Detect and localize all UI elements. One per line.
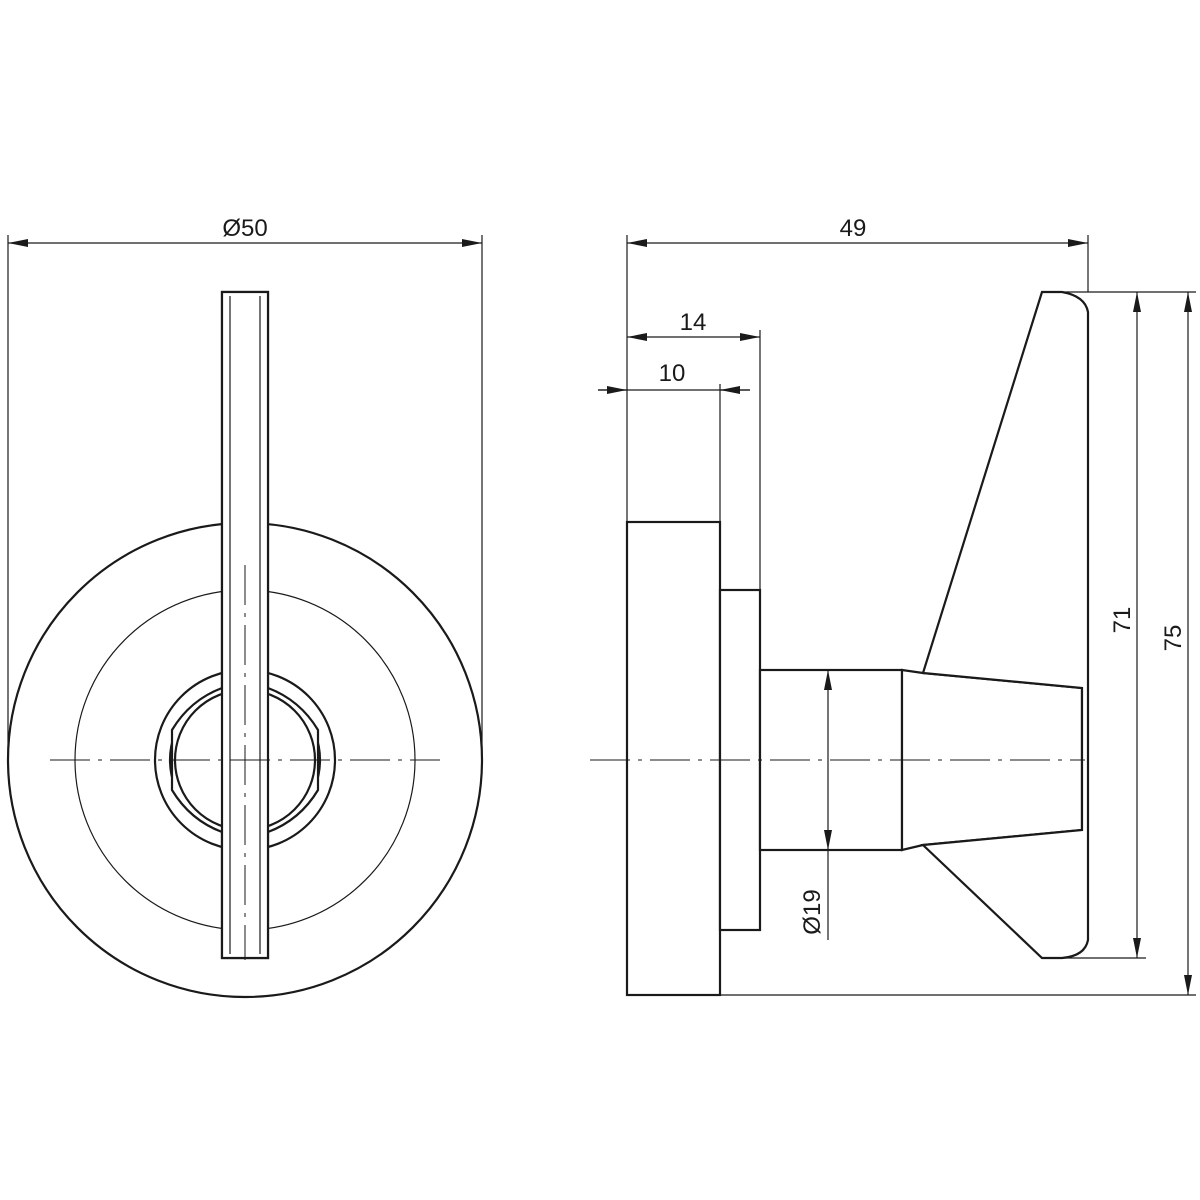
dimension-step-label: 14 [680, 309, 707, 336]
side-view: 49 14 10 Ø19 71 75 [590, 215, 1196, 997]
dimension-diameter-label: Ø50 [222, 215, 267, 242]
handle-plate [920, 290, 1090, 960]
front-view: Ø50 [6, 215, 484, 999]
dimension-depth-label: 49 [840, 215, 867, 242]
dimension-shaft-label: Ø19 [799, 889, 826, 934]
dimension-flange-label: 10 [659, 360, 686, 387]
flange [625, 520, 722, 997]
dimension-total-height-label: 75 [1160, 625, 1187, 652]
dimension-handle-height-label: 71 [1109, 607, 1136, 634]
